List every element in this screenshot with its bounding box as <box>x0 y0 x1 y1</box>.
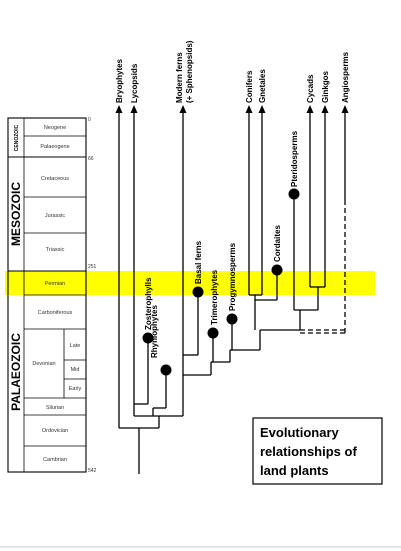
age-0: 0 <box>88 117 91 123</box>
title-line-3: land plants <box>260 463 329 478</box>
taxon-cordaites: Cordaites <box>273 225 282 262</box>
pteridosperms-extinction-dot <box>288 188 300 200</box>
taxon-bryophytes: Bryophytes <box>115 58 124 103</box>
taxon-cycads: Cycads <box>306 74 315 103</box>
taxon-ginkgos: Ginkgos <box>321 70 330 103</box>
period-silurian: Silurian <box>46 405 64 411</box>
period-devonian-early: Early <box>69 386 82 392</box>
period-carboniferous: Carboniferous <box>38 310 73 316</box>
period-jurassic: Jurassic <box>45 213 65 219</box>
trimerophytes-extinction-dot <box>207 327 219 339</box>
era-cenozoic-label: CENOZOIC <box>14 124 20 151</box>
age-66: 66 <box>88 156 94 162</box>
taxon-trimerophytes: Trimerophytes <box>210 269 219 325</box>
taxon-conifers: Conifers <box>245 70 254 103</box>
period-cambrian: Cambrian <box>43 457 67 463</box>
era-mesozoic-label: MESOZOIC <box>9 182 23 246</box>
age-251: 251 <box>88 264 97 270</box>
time-scale-table <box>7 117 87 473</box>
progymnosperms-extinction-dot <box>226 313 238 325</box>
age-542: 542 <box>88 468 97 474</box>
lineage-arrowheads <box>115 105 349 113</box>
period-triassic: Triassic <box>46 247 65 253</box>
period-palaeogene: Palaeogene <box>40 144 69 150</box>
period-ordovician: Ordovician <box>42 428 68 434</box>
taxon-progymnosperms: Progymnosperms <box>228 242 237 311</box>
taxon-rhyniophytes: Rhyniophytes <box>150 305 159 358</box>
era-palaeozoic-label: PALAEOZOIC <box>9 333 23 411</box>
taxon-modern-ferns: Modern ferns <box>175 52 184 103</box>
basal-ferns-extinction-dot <box>192 286 204 298</box>
period-cretaceous: Cretaceous <box>41 176 69 182</box>
taxon-lycopsids: Lycopsids <box>130 63 139 103</box>
title-line-2: relationships of <box>260 444 357 459</box>
title-box: Evolutionary relationships of land plant… <box>252 417 383 485</box>
cordaites-extinction-dot <box>271 264 283 276</box>
rhyniophytes-extinction-dot <box>160 364 172 376</box>
phylogeny-tree <box>118 111 346 474</box>
taxon-basal-ferns: Basal ferns <box>194 240 203 284</box>
taxon-angiosperms: Angiosperms <box>341 51 350 103</box>
period-devonian: Devonian <box>32 361 55 367</box>
title-line-1: Evolutionary <box>260 425 340 440</box>
taxon-pteridosperms: Pteridosperms <box>290 130 299 187</box>
period-devonian-late: Late <box>70 343 81 349</box>
permian-highlight-band <box>5 271 375 295</box>
taxon-gnetales: Gnetales <box>258 69 267 103</box>
taxon-zosterophylls: Zosterophylls <box>144 277 153 330</box>
zosterophylls-extinction-dot <box>142 332 154 344</box>
period-permian: Permian <box>45 281 65 287</box>
taxon-sphenopsids: (+ Sphenopsids) <box>185 40 194 103</box>
period-devonian-mid: Mid <box>71 367 80 373</box>
period-neogene: Neogene <box>44 125 66 131</box>
